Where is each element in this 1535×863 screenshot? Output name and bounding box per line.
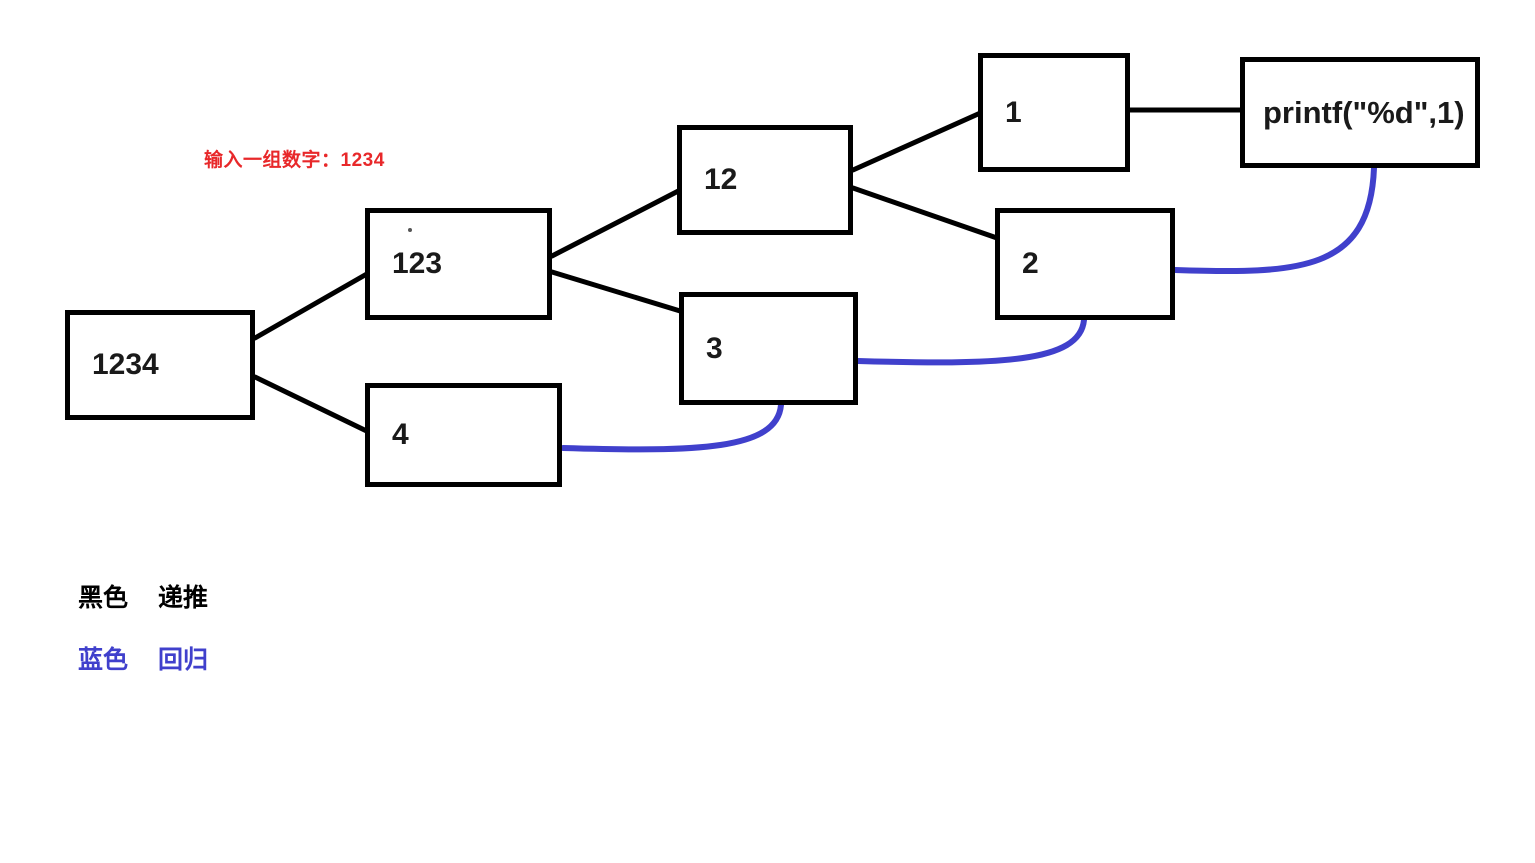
node-label: 1234: [92, 348, 159, 381]
legend-item-blue: 蓝色 回归: [78, 640, 208, 676]
legend-black-color-name: 黑色: [78, 584, 129, 612]
legend-blue-color-name: 蓝色: [78, 646, 129, 674]
node-label: 4: [392, 418, 409, 451]
node-n123: 123: [365, 208, 552, 320]
recursion-edge-5: [850, 185, 1000, 241]
node-label: 2: [1022, 247, 1039, 280]
recursion-edge-group: [252, 107, 1243, 440]
pen-dot-artifact: [408, 228, 412, 232]
recursion-edge-3: [549, 269, 693, 317]
return-edge-group: [560, 165, 1377, 453]
node-label: 1: [1005, 95, 1022, 129]
node-label: 123: [392, 247, 443, 280]
return-edge-2: [1172, 165, 1377, 275]
node-n2: 2: [995, 208, 1175, 320]
input-note: 输入一组数字：1234: [204, 150, 385, 171]
node-n1: 1: [978, 53, 1130, 172]
legend-black-meaning: 递推: [158, 584, 209, 612]
legend-blue-meaning: 回归: [158, 646, 209, 674]
node-n3: 3: [679, 292, 858, 405]
return-edge-0: [560, 402, 784, 453]
recursion-edge-1: [252, 374, 382, 440]
node-label: 3: [706, 331, 723, 365]
recursion-edge-2: [549, 183, 691, 259]
node-n4: 4: [365, 383, 562, 487]
recursion-edge-0: [252, 268, 375, 341]
legend-item-black: 黑色 递推: [78, 578, 208, 614]
node-n1234: 1234: [65, 310, 255, 420]
recursion-edge-4: [850, 107, 990, 173]
node-n12: 12: [677, 125, 853, 235]
node-label: 12: [704, 163, 738, 196]
node-nprintf: printf("%d",1): [1240, 57, 1480, 168]
node-label: printf("%d",1): [1263, 95, 1465, 130]
return-edge-1: [855, 317, 1087, 366]
